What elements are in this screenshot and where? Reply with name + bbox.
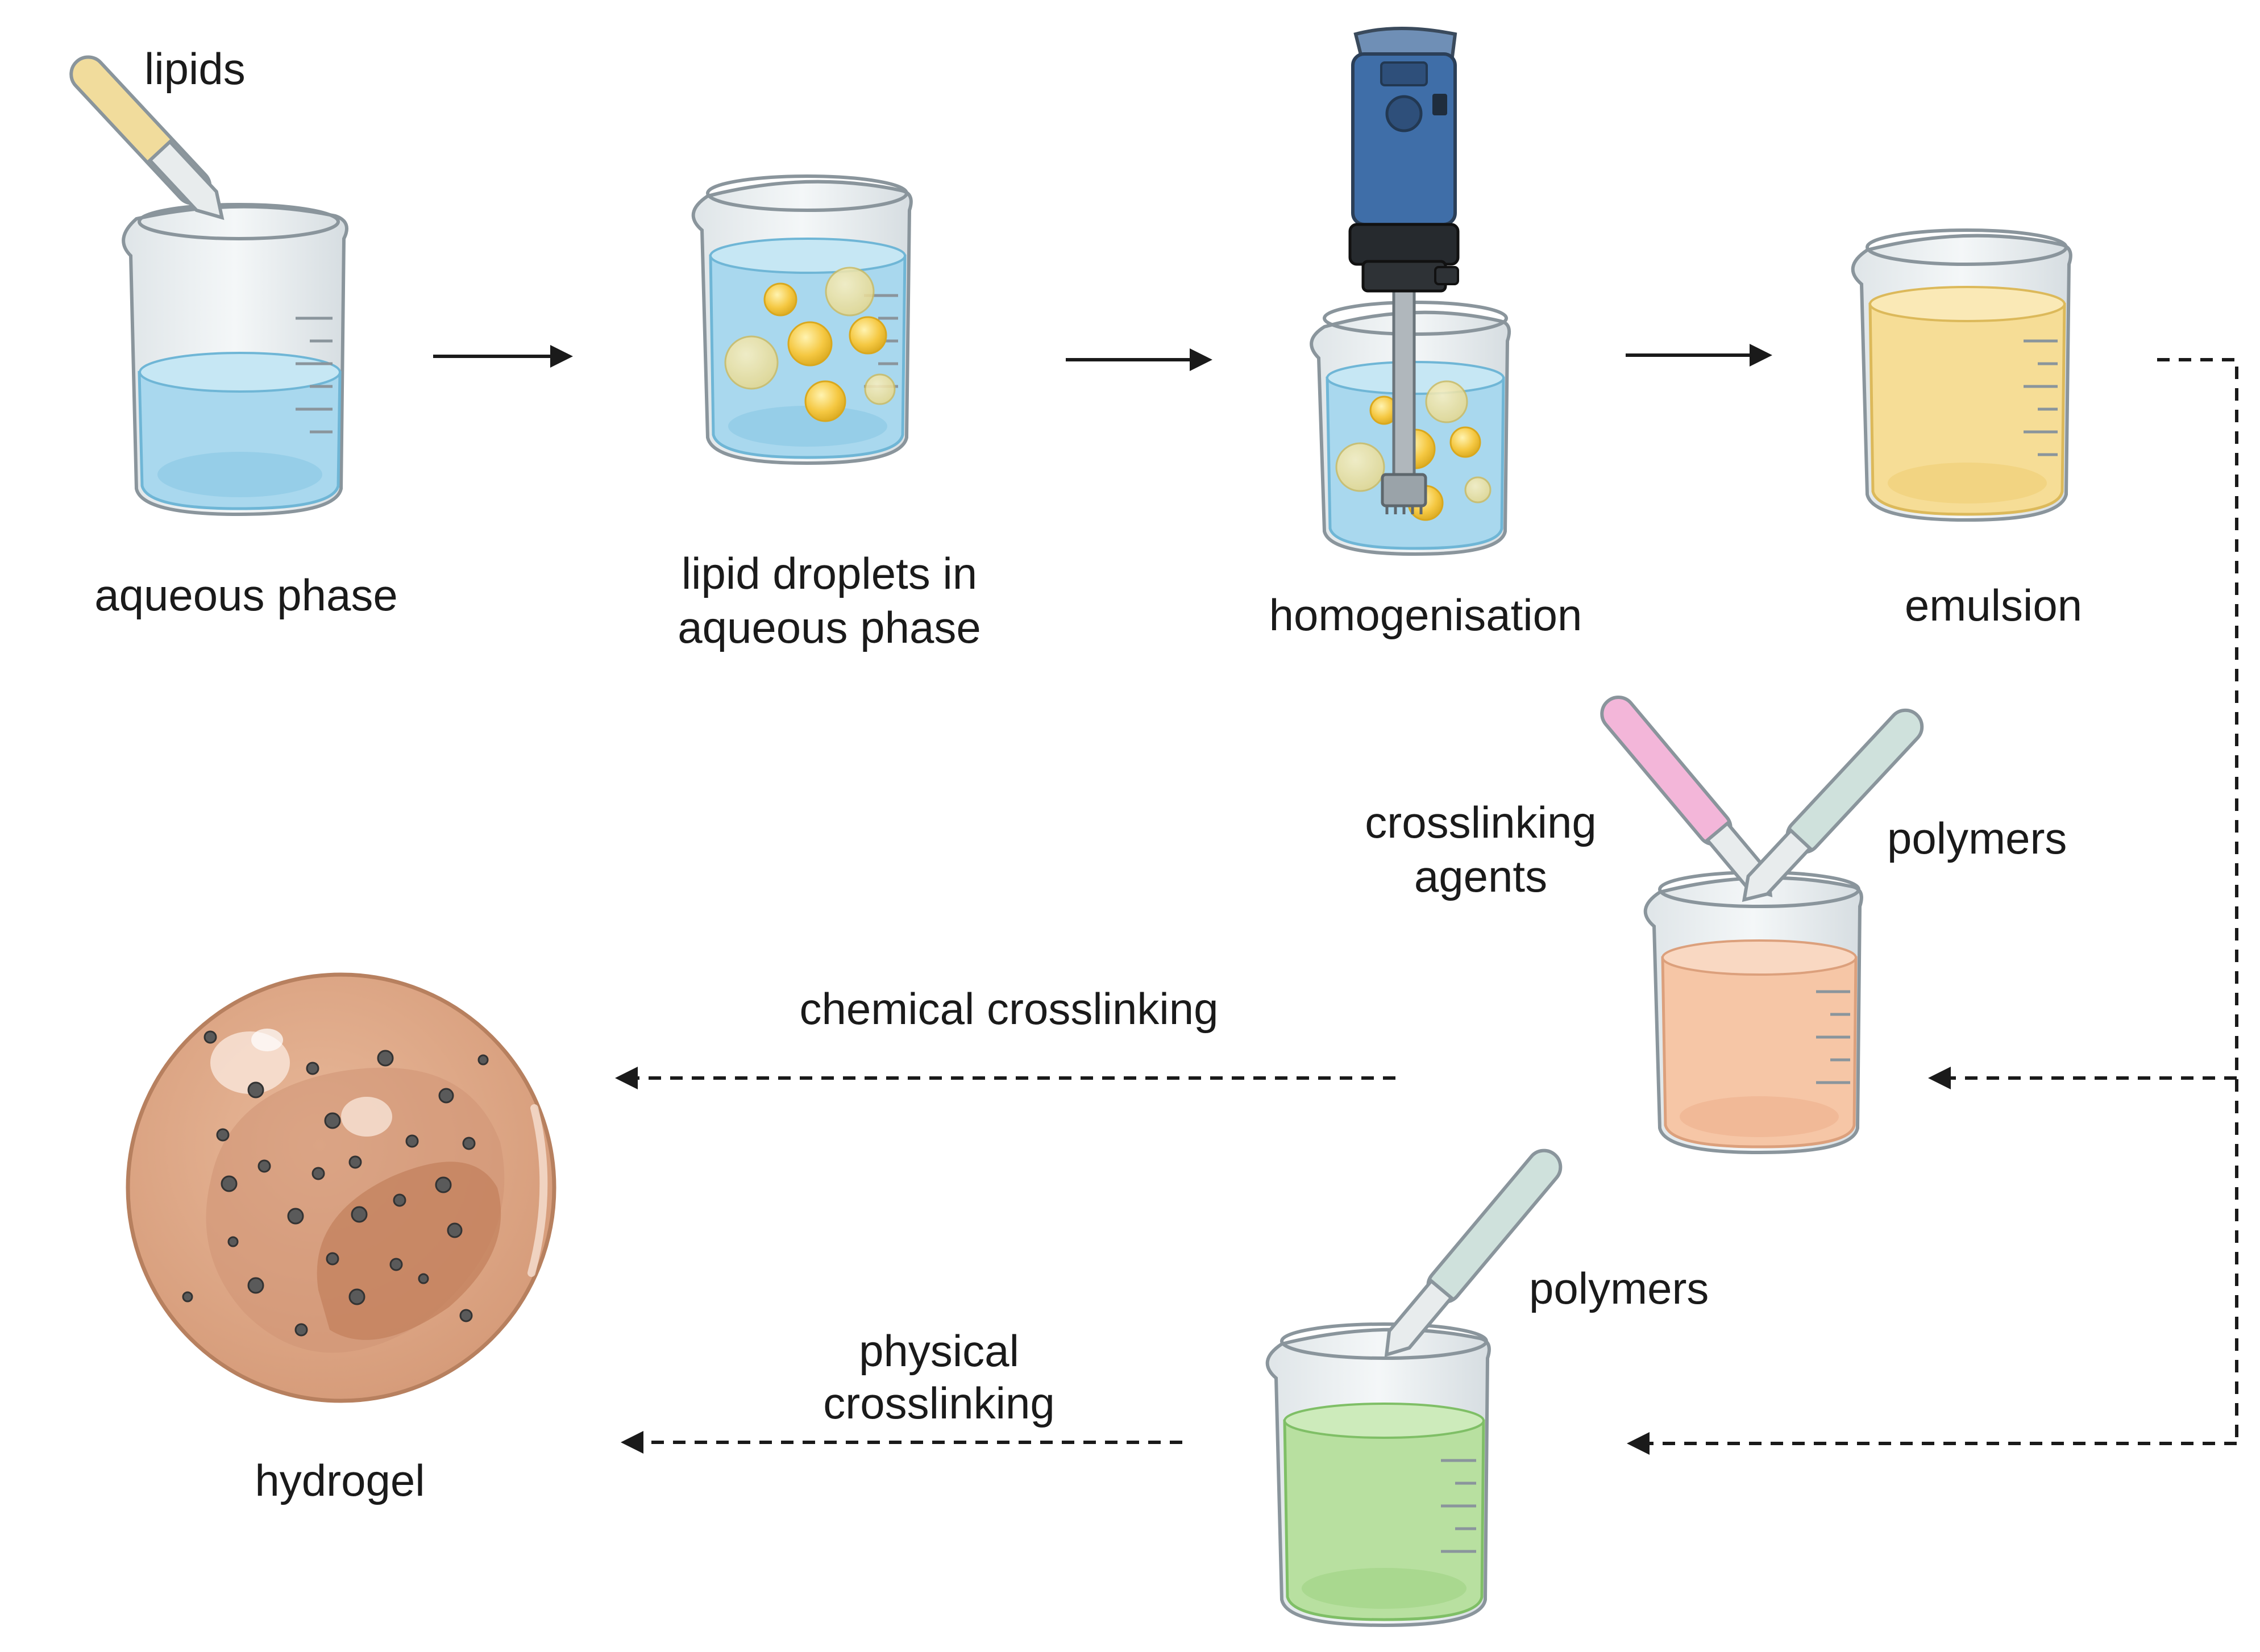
label-physical-crosslinking-line2: crosslinking — [823, 1378, 1055, 1428]
label-emulsion: emulsion — [1904, 580, 2083, 630]
label-crosslinking-agents-line2: agents — [1414, 851, 1548, 901]
polymer-spatula-top — [1742, 708, 1924, 902]
label-polymers-bottom: polymers — [1529, 1263, 1709, 1313]
dashed-trunk — [2157, 358, 2238, 1443]
lipid-spatula — [69, 55, 225, 220]
homogeniser-body — [1348, 27, 1460, 293]
hydrogel-sphere — [126, 972, 556, 1403]
label-aqueous-phase: aqueous phase — [94, 570, 398, 620]
hydrogel-particles — [182, 1030, 489, 1337]
polymer-spatula-bottom — [1384, 1149, 1563, 1358]
label-chemical-crosslinking: chemical crosslinking — [799, 984, 1219, 1034]
beaker-emulsion — [1851, 228, 2072, 522]
label-lipid-droplets-line2: aqueous phase — [678, 602, 981, 652]
label-lipids: lipids — [144, 44, 246, 94]
label-lipid-droplets-line1: lipid droplets in — [681, 548, 978, 598]
label-physical-crosslinking-line1: physical — [859, 1326, 1019, 1376]
label-hydrogel: hydrogel — [255, 1455, 425, 1505]
dashed-connectors — [615, 358, 2238, 1455]
label-crosslinking-agents-line1: crosslinking — [1365, 797, 1597, 847]
beaker-aqueous-phase — [122, 203, 348, 517]
beaker-physical-mix — [1265, 1322, 1491, 1628]
label-polymers-top: polymers — [1887, 813, 2067, 863]
beaker-homogenisation — [1310, 27, 1511, 556]
label-homogenisation: homogenisation — [1269, 590, 1582, 640]
lipid-droplets — [724, 267, 896, 422]
beaker-lipid-droplets — [691, 174, 913, 465]
beaker-chemical-mix — [1643, 871, 1863, 1155]
